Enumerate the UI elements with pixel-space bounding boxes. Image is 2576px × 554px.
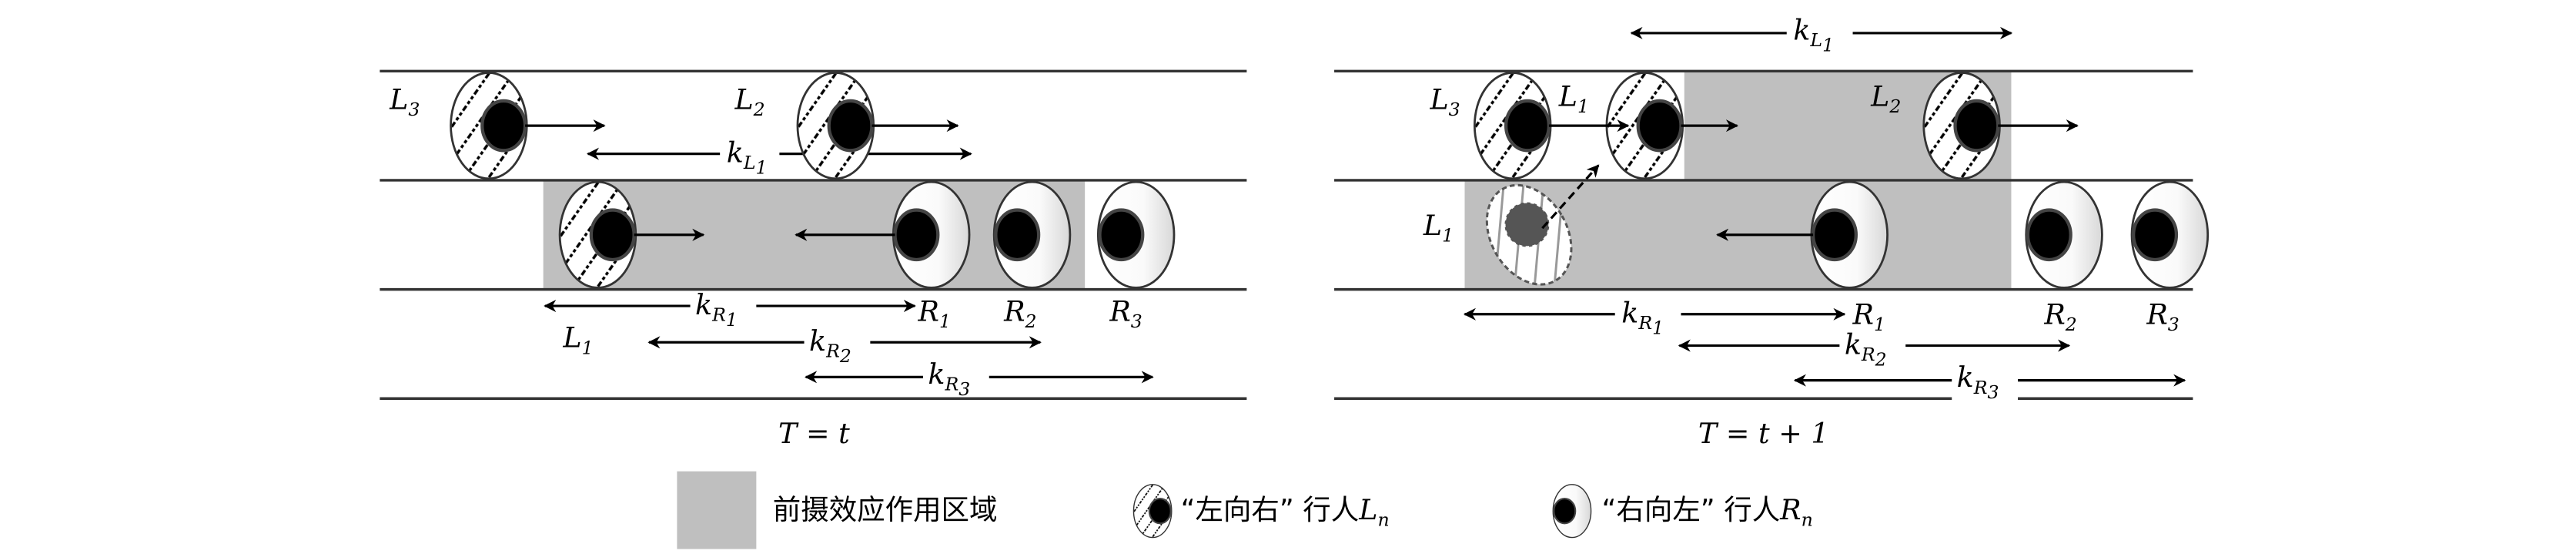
label-L3: L3 [1429, 83, 1460, 121]
lane-change-arrow [1541, 164, 1600, 230]
pedestrian-L2 [1924, 72, 2000, 178]
k-R2-label: kR2 [809, 324, 851, 367]
legend-rtl-label: “右向左” 行人Rn [1602, 493, 1813, 531]
panel-t-plus-1: kL1 L3 L1 L2 L1 kR1 kR2 kR3 R1 R2 R3 T =… [1334, 13, 2208, 450]
k-L1-label: kL1 [727, 136, 768, 178]
label-R2: R2 [1003, 294, 1036, 332]
legend: 前摄效应作用区域 “左向右” 行人Ln “右向左” 行人Rn [677, 471, 1813, 549]
pedestrian-R1 [1812, 182, 1888, 287]
k-R1-label: kR1 [695, 288, 738, 331]
label-L1-upper: L1 [1558, 79, 1589, 117]
k-R2-label: kR2 [1845, 327, 1887, 370]
legend-rtl-icon [1552, 483, 1592, 539]
pedestrian-L2 [798, 72, 874, 178]
pedestrian-R2 [2026, 182, 2103, 287]
caption-t-plus-1: T = t + 1 [1698, 417, 1829, 450]
k-R3-label: kR3 [1957, 361, 1999, 403]
pedestrian-R3 [2132, 182, 2208, 287]
label-L2: L2 [734, 83, 764, 121]
label-L1: L1 [562, 321, 593, 359]
label-R3: R3 [1109, 294, 1142, 332]
pedestrian-L3 [451, 72, 527, 178]
label-R1: R1 [918, 294, 951, 332]
pedestrian-L3 [1474, 72, 1551, 178]
legend-zone-swatch [677, 471, 757, 549]
caption-t: T = t [778, 417, 850, 450]
label-R2: R2 [2043, 298, 2076, 336]
label-R3: R3 [2146, 298, 2179, 336]
k-R3-label: kR3 [928, 358, 970, 400]
label-L2: L2 [1870, 79, 1901, 117]
legend-ltr-label: “左向右” 行人Ln [1181, 493, 1390, 531]
panel-t: kL1 L3 L2 kR1 kR2 kR3 R1 R2 R3 L1 T = t [380, 69, 1247, 450]
pedestrian-L1 [560, 182, 636, 287]
legend-zone-label: 前摄效应作用区域 [773, 493, 998, 526]
label-L1-ghost: L1 [1423, 209, 1454, 247]
legend-ltr-icon [1132, 483, 1173, 539]
k-R1-label: kR1 [1621, 297, 1664, 339]
label-L3: L3 [389, 83, 420, 121]
pedestrian-R3 [1098, 182, 1174, 287]
label-R1: R1 [1852, 298, 1885, 336]
pedestrian-R1 [893, 182, 969, 287]
pedestrian-R2 [994, 182, 1070, 287]
k-L1-label: kL1 [1793, 13, 1834, 55]
ghost-pedestrian-L1 [1485, 183, 1573, 286]
